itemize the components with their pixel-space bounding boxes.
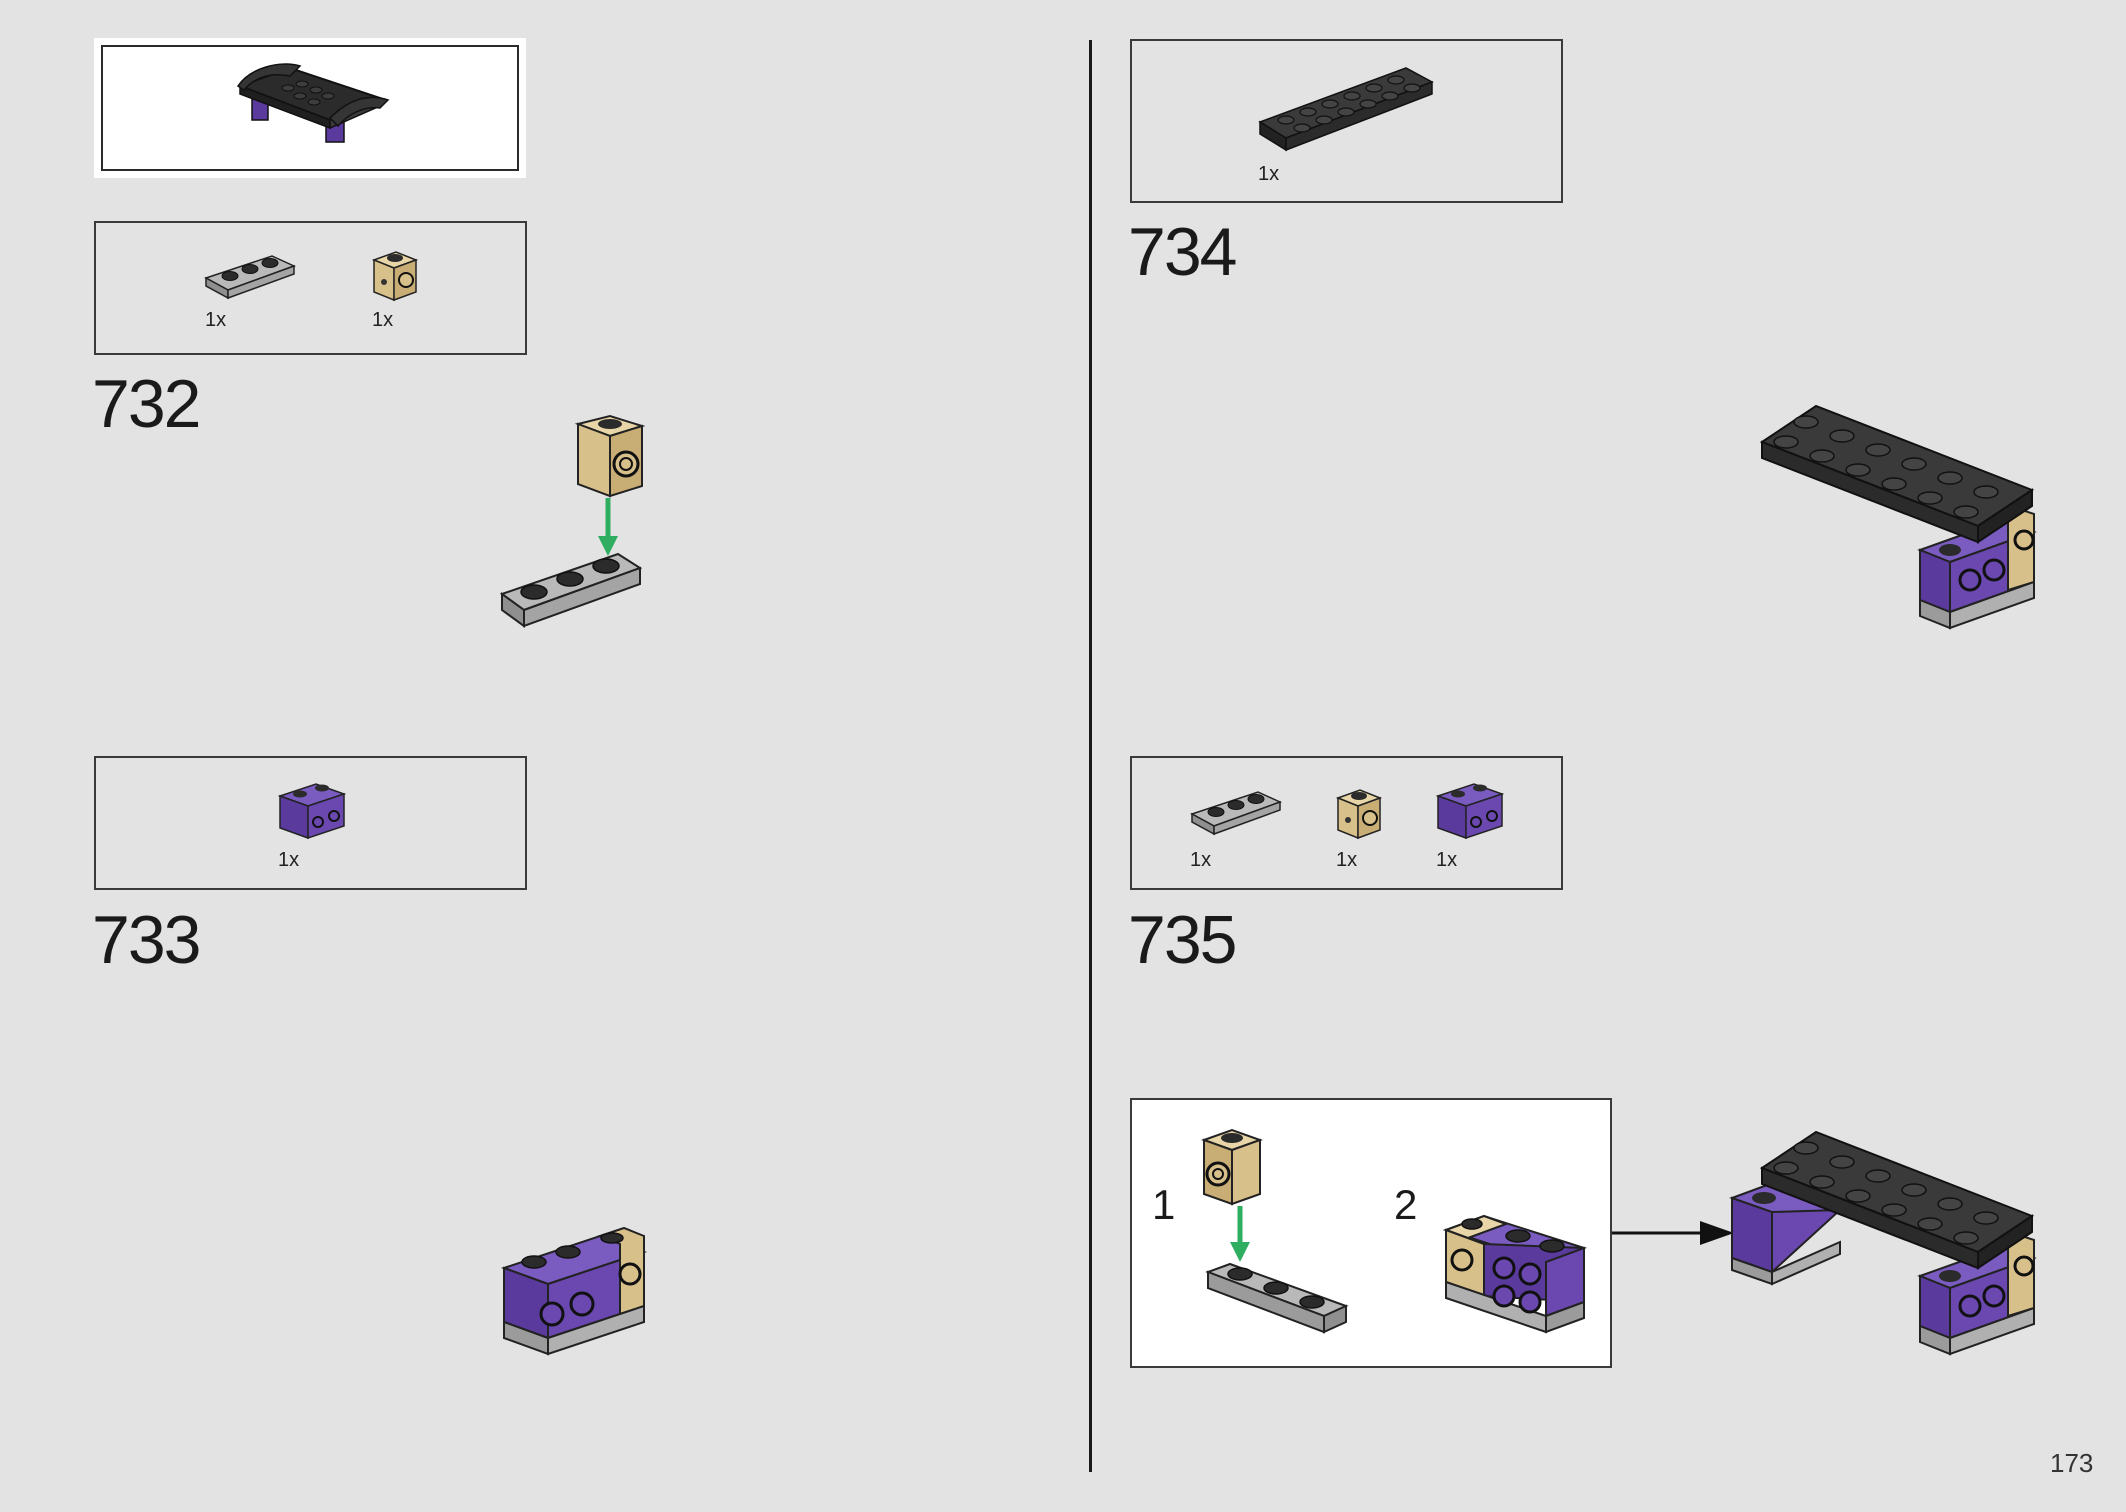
- substep-2-image: [1442, 1214, 1588, 1334]
- step-733-part-1-qty: 1x: [278, 849, 300, 871]
- tan-brick-1x1-part-735: [1335, 789, 1383, 840]
- tan-brick-1x1-part: [371, 251, 419, 302]
- step-734-parts-box: [1130, 39, 1563, 203]
- black-plate-2x6-part: [1258, 67, 1434, 152]
- gray-plate-1x3-part-735: [1190, 791, 1282, 836]
- step-734-assembly-image: [1759, 404, 2037, 630]
- substep-1-image: [1201, 1128, 1349, 1334]
- purple-brick-1x2-part: [277, 783, 347, 840]
- step-735-part-1-qty: 1x: [1190, 849, 1212, 871]
- green-down-arrow-icon: [598, 498, 618, 556]
- purple-brick-1x2-part-735: [1435, 783, 1505, 840]
- substep-2-number: 2: [1394, 1181, 1418, 1228]
- black-right-arrow-icon: [1612, 1221, 1734, 1245]
- step-735-part-2-qty: 1x: [1336, 849, 1358, 871]
- step-735-part-3-qty: 1x: [1436, 849, 1458, 871]
- step-735-parts-box: [1130, 756, 1563, 890]
- substep-1-number: 1: [1152, 1181, 1176, 1228]
- submodel-preview-box: [94, 38, 526, 178]
- step-734-part-1-qty: 1x: [1258, 163, 1280, 185]
- step-735-number: 735: [1128, 902, 1237, 978]
- green-down-arrow-icon-2: [1230, 1206, 1250, 1262]
- page-divider: [1089, 40, 1092, 1472]
- step-732-number: 732: [92, 366, 201, 442]
- gray-plate-1x3-part: [204, 255, 296, 300]
- page-number: 173: [2050, 1448, 2094, 1478]
- step-733-assembly-image: [500, 1226, 648, 1356]
- step-732-part-2-qty: 1x: [372, 309, 394, 331]
- step-735-assembly-image: [1729, 1130, 2037, 1356]
- step-734-number: 734: [1128, 214, 1237, 290]
- step-733-number: 733: [92, 902, 201, 978]
- step-732-parts-box: [94, 221, 527, 355]
- step-732-assembly-image: [499, 414, 646, 628]
- step-732-part-1-qty: 1x: [205, 309, 227, 331]
- submodel-preview-image: [236, 63, 390, 143]
- step-733-parts-box: [94, 756, 527, 890]
